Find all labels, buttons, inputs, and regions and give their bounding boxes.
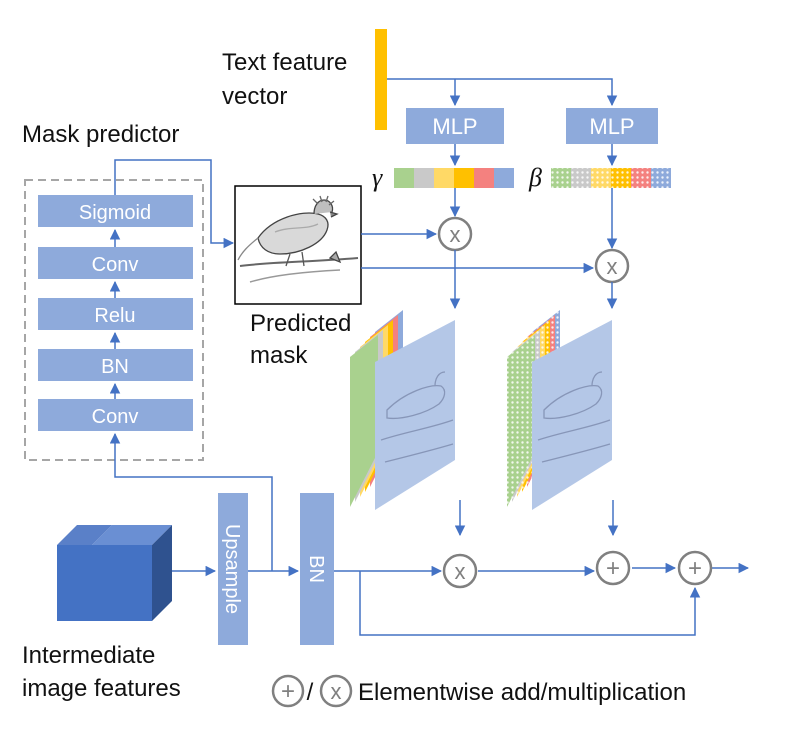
conv-label-upper: Conv [92, 254, 139, 276]
beta-symbol: β [528, 163, 542, 192]
legend-text: Elementwise add/multiplication [358, 679, 686, 706]
beta-vector [551, 168, 671, 188]
gamma-stack-bird-sketch [380, 371, 454, 463]
features-to-mask-predictor-arrow [109, 432, 273, 571]
legend: + / x Elementwise add/multiplication [271, 674, 686, 708]
gamma-stack-layer-5 [350, 335, 378, 507]
bn-box-mask [38, 349, 193, 381]
mask-predictor-title: Mask predictor [22, 121, 179, 148]
mlp-box-beta [566, 108, 658, 144]
beta-feature-stack [507, 310, 612, 510]
upsample-label: Upsample [221, 524, 243, 614]
svg-text:x: x [607, 254, 618, 279]
gamma-feature-stack [350, 310, 455, 510]
text-feature-vector-label-line2: vector [222, 83, 287, 110]
beta-stack-sketch-stroke-2 [537, 419, 611, 441]
stack-to-operator-arrows [454, 500, 619, 537]
relu-box [38, 298, 193, 330]
beta-stack-layer-texture-5 [507, 335, 535, 507]
text-feature-vector-label-line1: Text feature [222, 49, 347, 76]
gamma-symbol: γ [372, 163, 383, 192]
legend-add-icon: + [271, 674, 305, 708]
beta-stack-sketch-stroke-1 [591, 371, 603, 387]
beta-vector-cell-texture-0 [551, 168, 571, 188]
gamma-vector-cell-4 [474, 168, 494, 188]
svg-text:+: + [281, 678, 295, 705]
bn-label-mask: BN [101, 356, 129, 378]
gamma-stack-sketch-stroke-2 [380, 419, 454, 441]
gamma-vector-cell-0 [394, 168, 414, 188]
sigmoid-box [38, 195, 193, 227]
predicted-mask-label-line2: mask [250, 342, 308, 369]
gamma-vector-cell-5 [494, 168, 514, 188]
gamma-vector-cell-3 [454, 168, 474, 188]
svg-text:x: x [331, 679, 342, 704]
beta-stack-sketch-stroke-0 [543, 385, 603, 420]
upsample-box [218, 493, 248, 645]
beta-stack-bird-sketch [537, 371, 611, 463]
mask-predictor-layers: Sigmoid Conv Relu BN Conv [38, 195, 193, 431]
predicted-mask-label-line1: Predicted [250, 310, 351, 337]
mlp-label-beta: MLP [589, 114, 634, 139]
add-operator-residual: + [677, 550, 713, 586]
mlp-to-vector-arrows [449, 144, 618, 167]
beta-vector-cell-texture-2 [591, 168, 611, 188]
mask-predictor-border [24, 179, 204, 461]
bird-sketch [237, 195, 359, 283]
svg-text:+: + [688, 555, 702, 582]
vector-to-operator-arrows [449, 188, 618, 250]
sigmoid-to-mask-arrow [114, 159, 235, 249]
intermediate-label-line2: image features [22, 675, 181, 702]
predicted-mask-label: Predicted mask [250, 310, 358, 369]
beta-stack-sketch-stroke-3 [541, 443, 611, 463]
conv-label-lower: Conv [92, 406, 139, 428]
sigmoid-label: Sigmoid [79, 202, 151, 224]
bn-label-main: BN [305, 555, 327, 583]
multiply-operator-gamma: x [437, 216, 473, 252]
intermediate-label-line1: Intermediate [22, 642, 155, 669]
bn-box-main [300, 493, 334, 645]
add-operator-beta: + [595, 550, 631, 586]
multiply-operator-beta: x [594, 248, 630, 284]
svg-text:+: + [606, 555, 620, 582]
mask-to-operator-arrows [361, 228, 618, 310]
intermediate-image-features-label: Intermediate image features [22, 642, 181, 702]
text-feature-vector-label: Text feature vector [222, 49, 354, 110]
beta-vector-cell-texture-5 [651, 168, 671, 188]
relu-label: Relu [94, 305, 135, 327]
text-feature-vector-bar [375, 29, 387, 130]
legend-multiply-icon: x [319, 674, 353, 708]
beta-vector-cell-texture-1 [571, 168, 591, 188]
mlp-box-gamma [406, 108, 504, 144]
beta-vector-cell-texture-4 [631, 168, 651, 188]
gamma-stack-sketch-stroke-0 [386, 385, 446, 420]
svg-text:x: x [455, 559, 466, 584]
conv-box-lower [38, 399, 193, 431]
gamma-stack-sketch-stroke-3 [384, 443, 454, 463]
svg-text:x: x [450, 222, 461, 247]
conv-box-upper [38, 247, 193, 279]
text-to-mlp-arrows [387, 78, 618, 107]
beta-vector-cell-texture-3 [611, 168, 631, 188]
gamma-stack-sketch-stroke-1 [434, 371, 446, 387]
gamma-vector-cell-2 [434, 168, 454, 188]
intermediate-features-cube [57, 525, 172, 621]
predicted-mask-image [234, 185, 362, 305]
gamma-vector-cell-1 [414, 168, 434, 188]
bottom-flow-arrows [334, 562, 750, 636]
multiply-operator-bottom: x [442, 553, 478, 589]
mlp-label-gamma: MLP [432, 114, 477, 139]
legend-separator: / [307, 679, 314, 706]
gamma-vector [394, 168, 514, 188]
